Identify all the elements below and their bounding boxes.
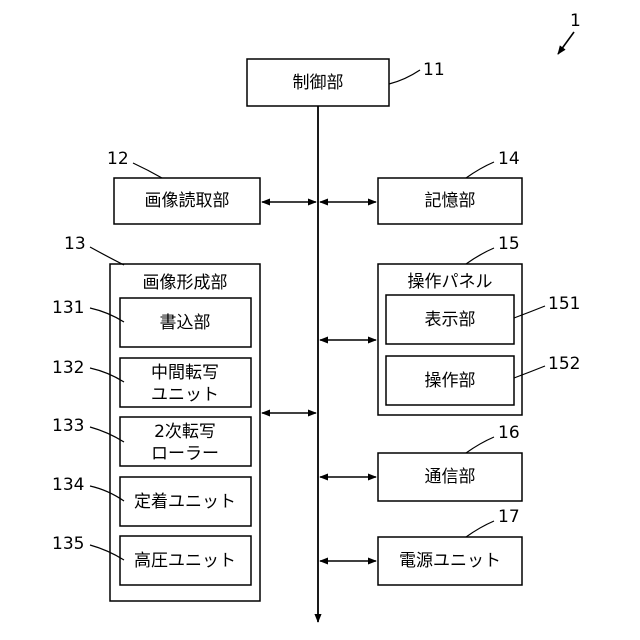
power-label: 電源ユニット [399, 551, 501, 571]
communication-label: 通信部 [425, 467, 476, 487]
image-reader-label: 画像読取部 [145, 191, 230, 211]
ref-device: 1 [570, 11, 581, 31]
image-reader-block: 画像読取部 [114, 178, 260, 224]
unit-135-label: 高圧ユニット [134, 551, 236, 571]
leader-15 [466, 248, 494, 264]
ref-17: 17 [498, 507, 520, 527]
unit-132: 中間転写 ユニット [120, 358, 251, 407]
leader-16 [466, 437, 494, 453]
leader-17 [466, 521, 494, 537]
control-label: 制御部 [293, 73, 344, 93]
unit-151: 表示部 [386, 295, 514, 344]
unit-151-label: 表示部 [425, 310, 476, 330]
ref-14: 14 [498, 149, 520, 169]
ref-135: 135 [52, 534, 84, 554]
unit-152-label: 操作部 [425, 371, 476, 391]
unit-134: 定着ユニット [120, 477, 251, 526]
memory-label: 記憶部 [425, 191, 476, 211]
ref-131: 131 [52, 298, 84, 318]
leader-11 [389, 70, 420, 84]
memory-block: 記憶部 [378, 178, 522, 224]
ref-12: 12 [107, 149, 129, 169]
unit-132-label-2: ユニット [151, 385, 219, 405]
ref-133: 133 [52, 416, 84, 436]
leader-device [558, 32, 574, 54]
ref-134: 134 [52, 475, 84, 495]
unit-132-label-1: 中間転写 [151, 363, 219, 383]
leader-14 [466, 162, 494, 178]
ref-15: 15 [498, 234, 520, 254]
control-block: 制御部 [247, 59, 389, 106]
image-former-label: 画像形成部 [143, 273, 228, 293]
ref-11: 11 [423, 60, 445, 80]
unit-135: 高圧ユニット [120, 536, 251, 585]
ref-13: 13 [64, 234, 86, 254]
unit-134-label: 定着ユニット [134, 492, 236, 512]
operation-panel-label: 操作パネル [408, 272, 493, 292]
ref-152: 152 [548, 354, 580, 374]
ref-132: 132 [52, 358, 84, 378]
unit-152: 操作部 [386, 356, 514, 405]
unit-131: 書込部 [120, 298, 251, 347]
leader-12 [133, 163, 162, 178]
unit-133-label-2: ローラー [151, 444, 219, 464]
communication-block: 通信部 [378, 453, 522, 501]
ref-151: 151 [548, 294, 580, 314]
power-block: 電源ユニット [378, 537, 522, 585]
unit-133-label-1: 2次転写 [154, 422, 216, 442]
unit-133: 2次転写 ローラー [120, 417, 251, 466]
unit-131-label: 書込部 [160, 313, 211, 333]
ref-16: 16 [498, 423, 520, 443]
leader-13 [90, 247, 124, 265]
